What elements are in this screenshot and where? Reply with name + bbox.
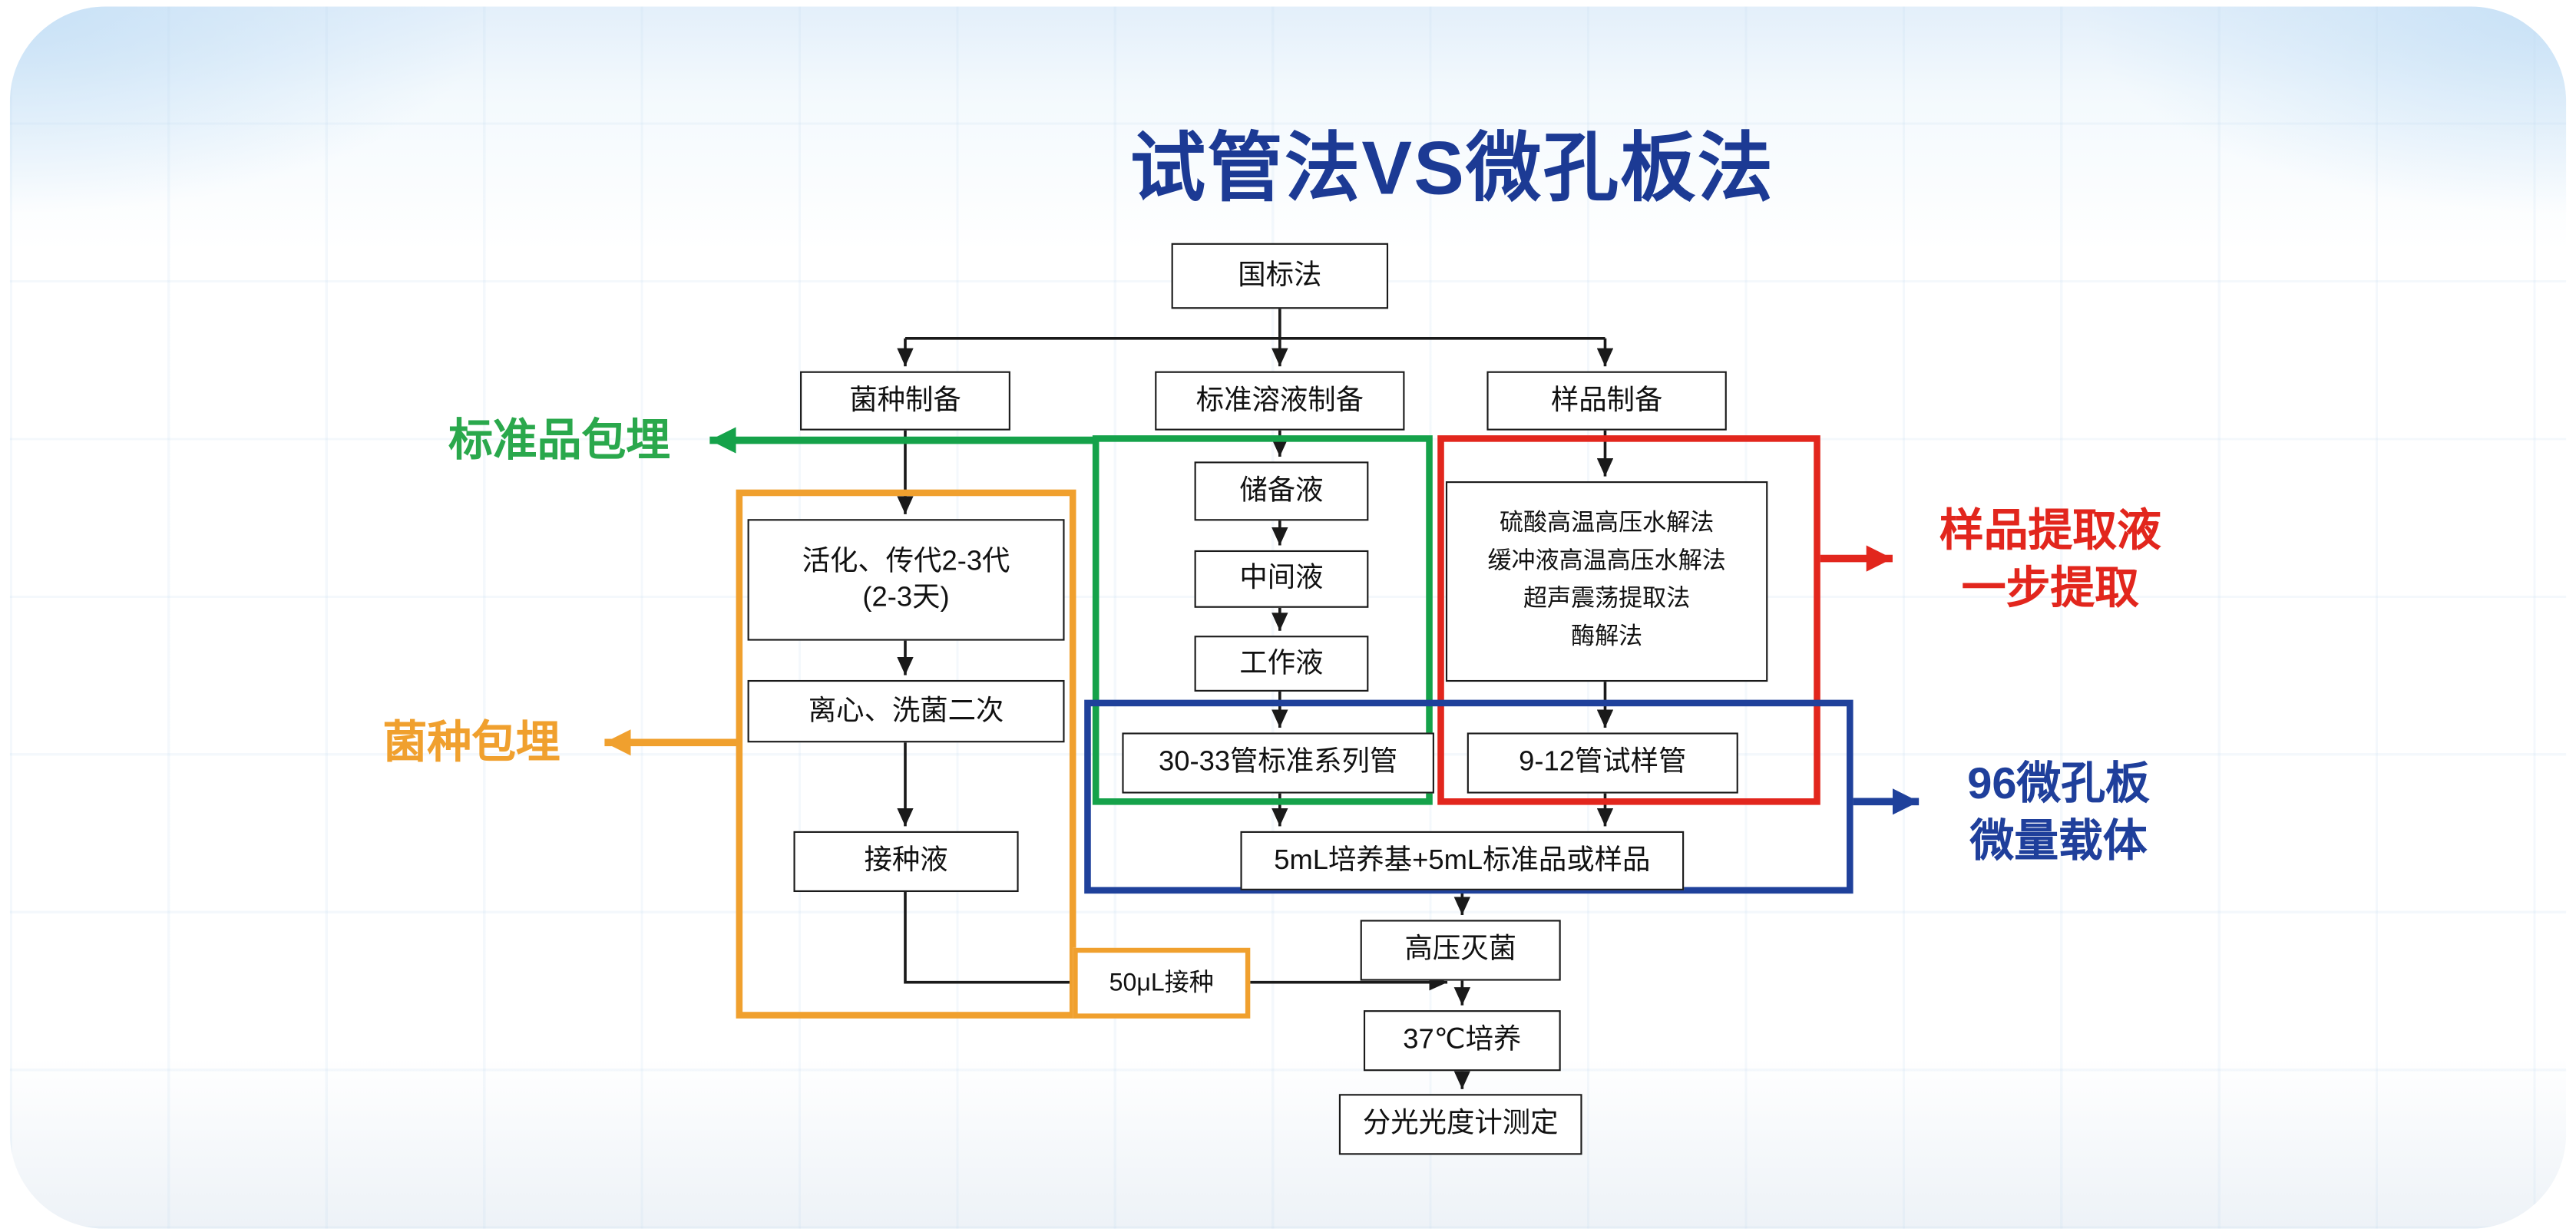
node-sample-tubes: 9-12管试样管 (1467, 732, 1738, 794)
label-strain-embedding: 菌种包埋 (382, 718, 561, 768)
node-extraction-methods: 硫酸高温高压水解法 缓冲液高温高压水解法 超声震荡提取法 酶解法 (1445, 481, 1768, 682)
node-national-standard: 国标法 (1171, 243, 1389, 309)
node-sterilization: 高压灭菌 (1360, 920, 1561, 981)
node-standard-solution-prep: 标准溶液制备 (1155, 371, 1405, 431)
node-inoculation-volume: 50μL接种 (1073, 947, 1251, 1019)
page-title: 试管法VS微孔板法 (1129, 124, 1775, 210)
annotation-arrows (604, 427, 1920, 815)
label-standard-embedding: 标准品包埋 (448, 415, 670, 465)
node-working-solution: 工作液 (1194, 636, 1369, 692)
node-measurement: 分光光度计测定 (1338, 1094, 1582, 1155)
node-stock-solution: 储备液 (1194, 461, 1369, 521)
node-standard-series: 30-33管标准系列管 (1122, 732, 1434, 794)
node-incubation: 37℃培养 (1363, 1010, 1561, 1072)
orange-highlight-rect (736, 489, 1076, 1019)
node-medium-mix: 5mL培养基+5mL标准品或样品 (1240, 831, 1685, 890)
red-highlight-rect (1437, 435, 1820, 805)
node-strain-prep: 菌种制备 (800, 371, 1010, 431)
node-intermediate-solution: 中间液 (1194, 550, 1369, 608)
blue-highlight-rect (1084, 699, 1853, 894)
node-activation: 活化、传代2-3代 (2-3天) (747, 519, 1065, 641)
green-highlight-rect (1092, 435, 1433, 805)
label-microplate: 96微孔板 微量载体 (1967, 758, 2150, 866)
node-inoculum: 接种液 (793, 831, 1019, 893)
label-sample-extraction: 样品提取液 一步提取 (1939, 506, 2161, 613)
node-centrifuge: 离心、洗菌二次 (747, 679, 1065, 743)
node-sample-prep: 样品制备 (1486, 371, 1727, 431)
